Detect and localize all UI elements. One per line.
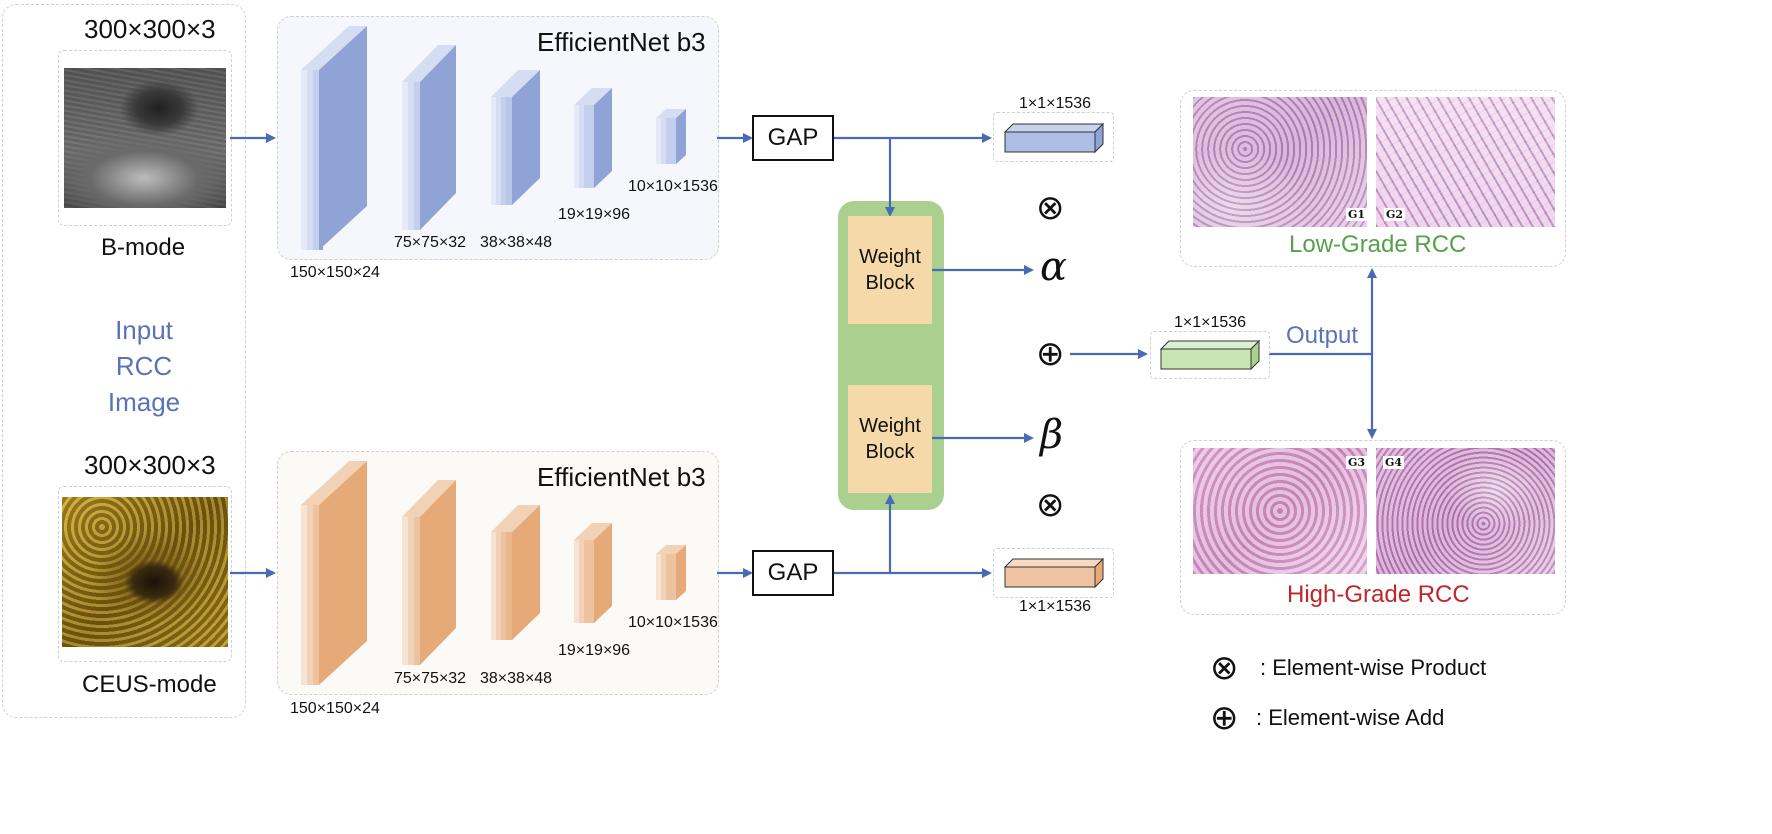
b-mode-label: B-mode xyxy=(101,234,186,261)
gap-bottom: GAP xyxy=(752,550,834,596)
top-layer-stack-1 xyxy=(301,26,367,250)
top-layer-3-label: 38×38×48 xyxy=(480,234,553,251)
histology-g3-image xyxy=(1193,448,1367,574)
histology-g4-image xyxy=(1376,448,1555,574)
high-grade-label: High-Grade RCC xyxy=(1287,581,1470,608)
g1-tag: G1 xyxy=(1346,208,1368,221)
add-symbol: ⊕ xyxy=(1036,334,1065,374)
bottom-layer-1-label: 150×150×24 xyxy=(290,700,380,717)
g2-tag: G2 xyxy=(1384,208,1406,221)
bottom-layer-stack-2 xyxy=(402,480,456,665)
g3-tag: G3 xyxy=(1346,456,1368,469)
top-feature-frame xyxy=(993,112,1114,162)
histology-g1-image xyxy=(1193,97,1367,227)
alpha-symbol: α xyxy=(1040,244,1068,290)
bottom-layer-stack-3 xyxy=(491,505,540,640)
bottom-layer-4-label: 19×19×96 xyxy=(558,642,631,659)
product-symbol-bottom: ⊗ xyxy=(1036,485,1065,525)
bottom-layer-stack-1 xyxy=(301,461,367,685)
output-label: Output xyxy=(1286,322,1359,349)
b-mode-size-label: 300×300×3 xyxy=(84,14,216,44)
ceus-mode-label: CEUS-mode xyxy=(82,671,217,698)
bottom-feature-frame xyxy=(993,548,1114,598)
top-feature-bar xyxy=(1003,122,1105,154)
bottom-layer-5-label: 10×10×1536 xyxy=(628,614,718,631)
input-rcc-image-label: Input RCC Image xyxy=(92,312,196,420)
b-mode-ultrasound-image xyxy=(64,68,226,208)
input-line-3: Image xyxy=(107,387,181,417)
bottom-feature-bar xyxy=(1003,557,1105,589)
fused-feature-bar xyxy=(1159,339,1261,371)
top-layer-1-label: 150×150×24 xyxy=(290,264,380,281)
input-line-1: Input xyxy=(115,315,173,345)
legend-product-text: : Element-wise Product xyxy=(1260,655,1487,680)
top-layer-5-label: 10×10×1536 xyxy=(628,178,718,195)
bottom-layer-stack-5 xyxy=(656,545,686,600)
legend-add-text: : Element-wise Add xyxy=(1256,705,1445,730)
g4-tag: G4 xyxy=(1383,456,1405,469)
gap-top: GAP xyxy=(752,115,834,161)
top-layer-stack-2 xyxy=(402,45,456,230)
ceus-ultrasound-image xyxy=(62,497,228,647)
fused-feature-frame xyxy=(1150,331,1270,379)
input-line-2: RCC xyxy=(115,351,173,381)
weight-block-top: Weight Block xyxy=(848,216,932,324)
low-grade-label: Low-Grade RCC xyxy=(1289,231,1467,258)
ceus-size-label: 300×300×3 xyxy=(84,450,216,480)
top-layer-stack-5 xyxy=(656,109,686,164)
legend-add-icon: ⊕ xyxy=(1210,698,1239,738)
arrows xyxy=(230,133,1377,578)
input-panel xyxy=(2,4,246,718)
legend-product-icon: ⊗ xyxy=(1210,648,1239,688)
top-branch-title: EfficientNet b3 xyxy=(537,27,706,57)
product-symbol-top: ⊗ xyxy=(1036,188,1065,228)
top-layer-stack-3 xyxy=(491,70,540,205)
bottom-branch-title: EfficientNet b3 xyxy=(537,462,706,492)
weight-block-bottom: Weight Block xyxy=(848,385,932,493)
high-grade-panel xyxy=(1180,440,1566,615)
top-layer-4-label: 19×19×96 xyxy=(558,206,631,223)
low-grade-panel xyxy=(1180,90,1566,267)
bottom-layer-2-label: 75×75×32 xyxy=(394,670,467,687)
top-feature-label: 1×1×1536 xyxy=(1019,95,1092,112)
bottom-feature-label: 1×1×1536 xyxy=(1019,598,1092,615)
fused-feature-label: 1×1×1536 xyxy=(1174,314,1247,331)
top-layer-2-label: 75×75×32 xyxy=(394,234,467,251)
beta-symbol: β xyxy=(1040,412,1064,458)
histology-g2-image xyxy=(1376,97,1555,227)
bottom-layer-stack-4 xyxy=(574,523,612,623)
top-layer-stack-4 xyxy=(574,88,612,188)
bottom-layer-3-label: 38×38×48 xyxy=(480,670,553,687)
